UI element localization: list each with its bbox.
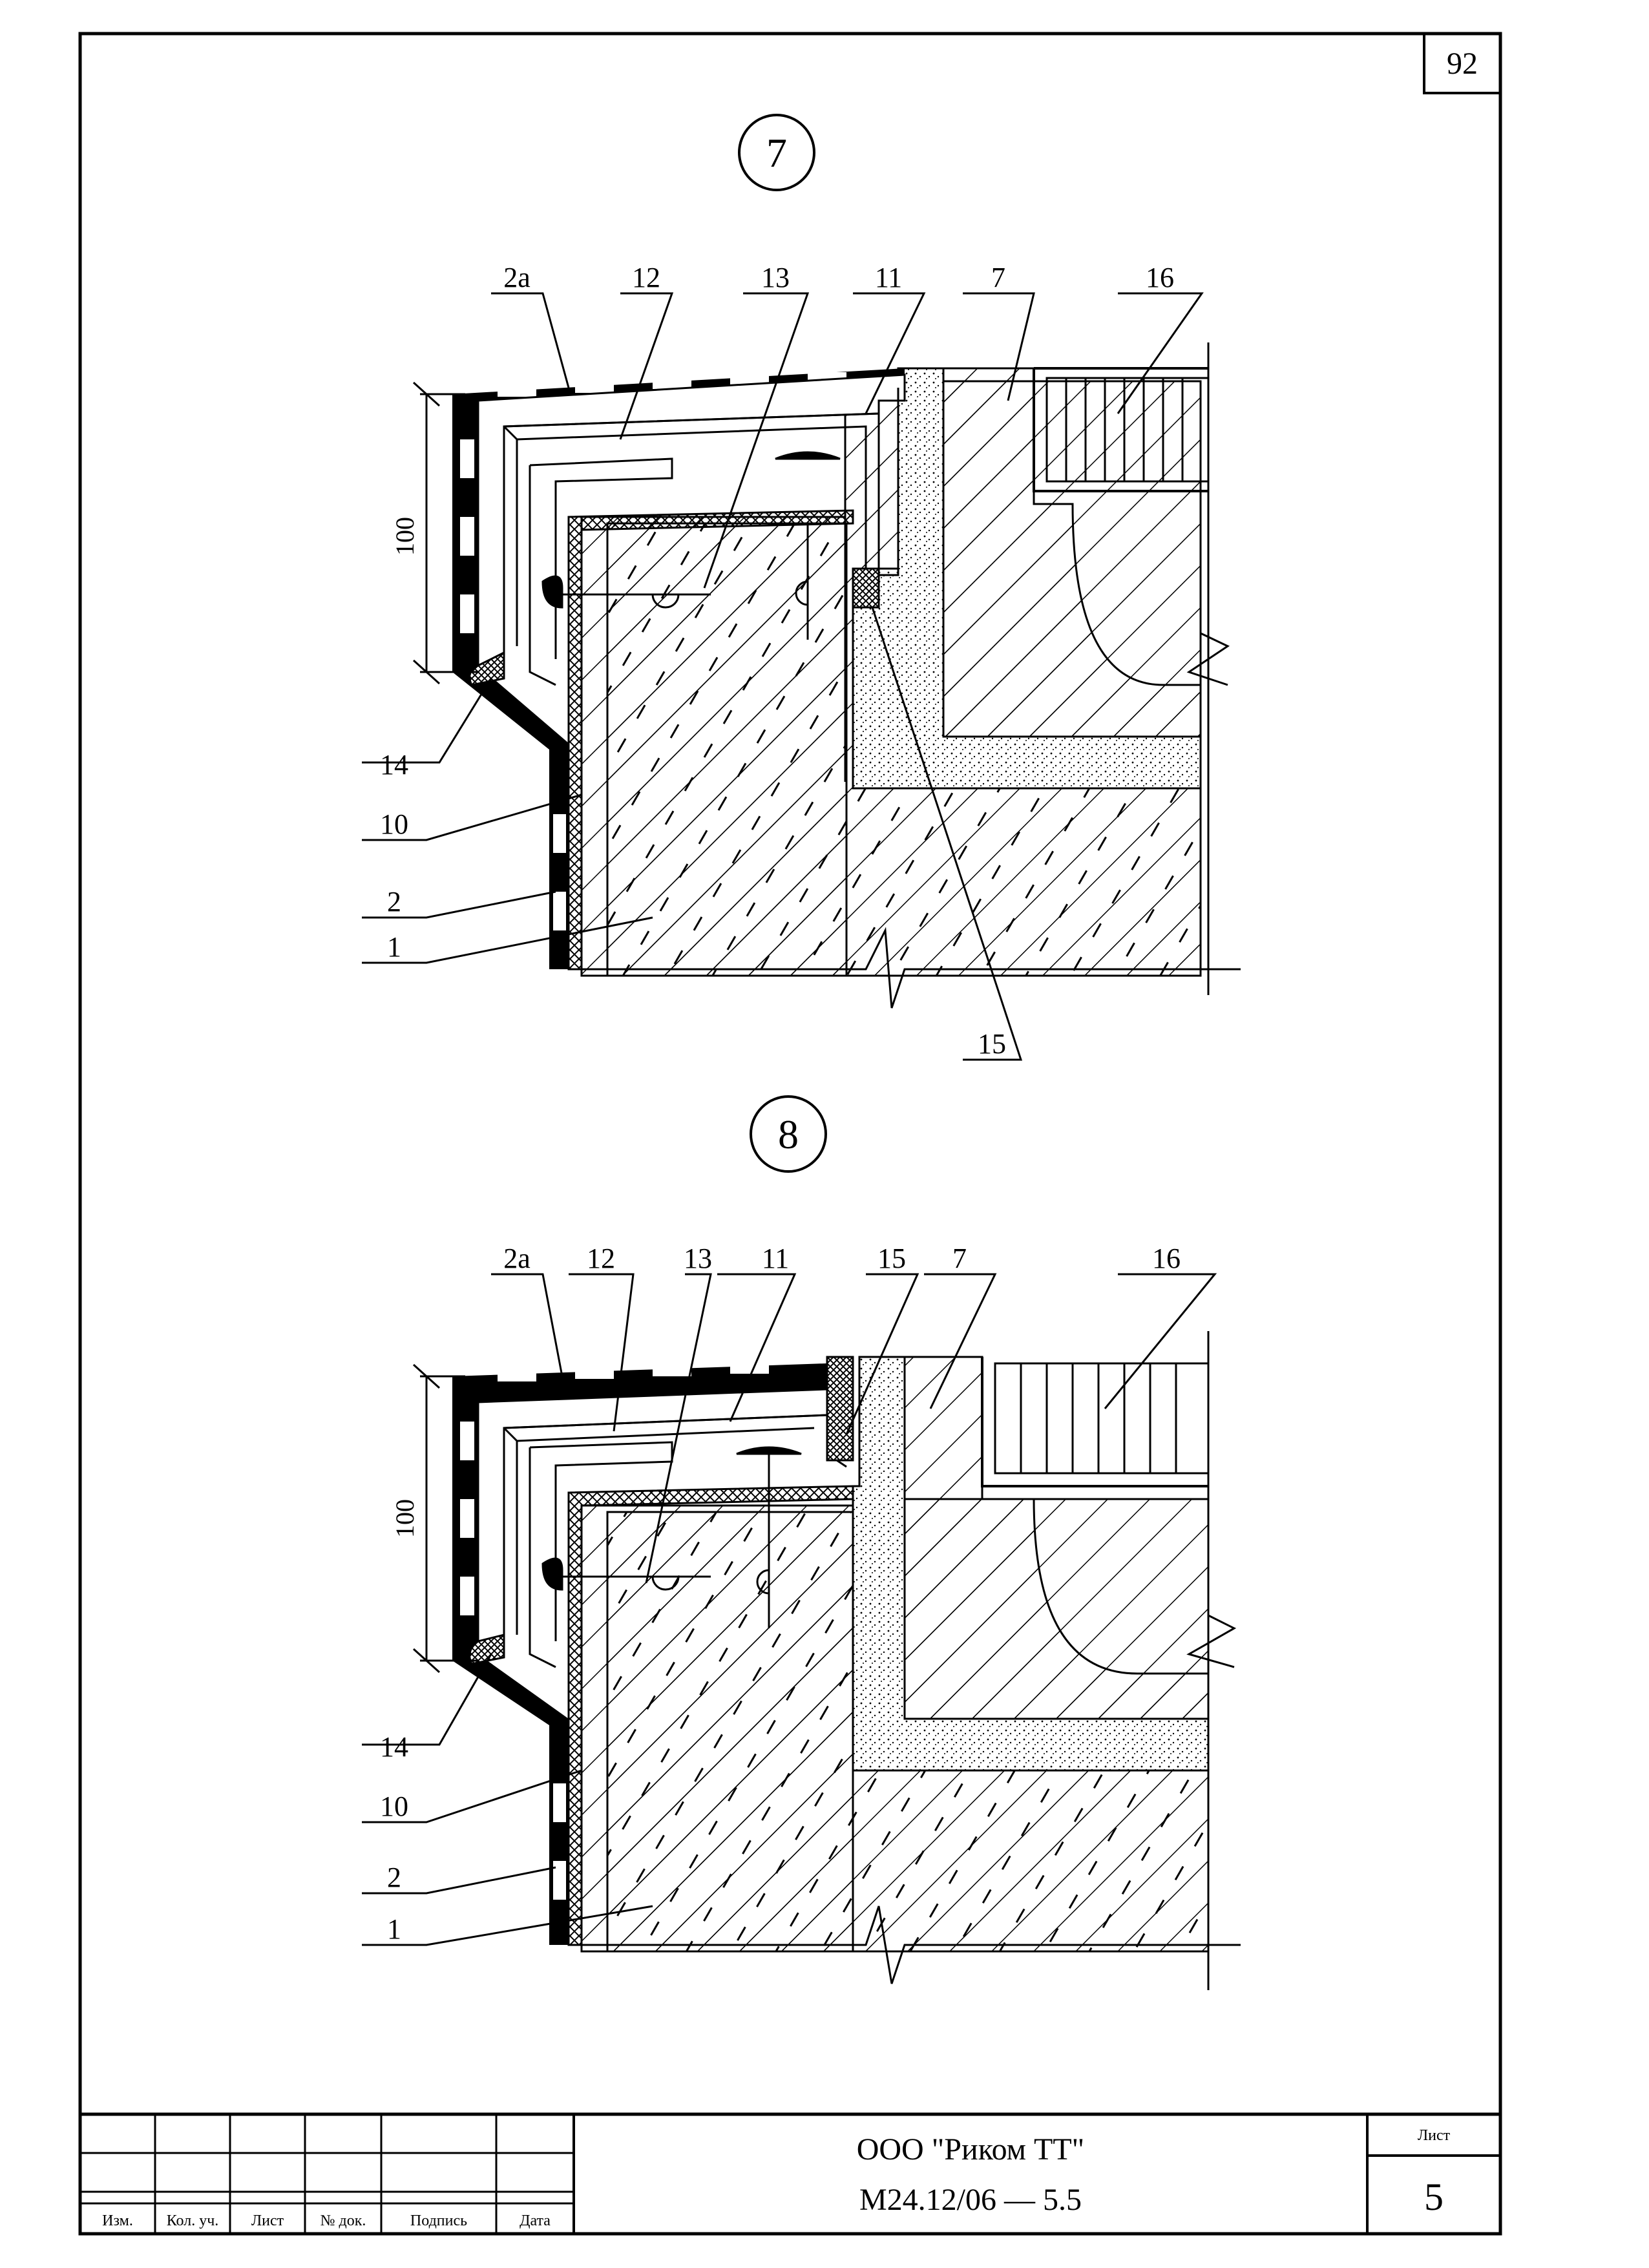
col-signature: Подпись bbox=[410, 2212, 467, 2229]
sheet-number: 5 bbox=[1424, 2176, 1444, 2218]
label-15: 15 bbox=[877, 1243, 906, 1274]
break-line bbox=[569, 927, 1241, 1009]
layer-12 bbox=[529, 457, 673, 686]
sealant-15 bbox=[852, 567, 880, 609]
label-2a: 2a bbox=[503, 1243, 530, 1274]
dimension-value: 100 bbox=[390, 517, 419, 556]
label-16: 16 bbox=[1152, 1243, 1181, 1274]
label-11: 11 bbox=[762, 1243, 789, 1274]
col-kol-uch: Кол. уч. bbox=[167, 2212, 219, 2229]
label-15: 15 bbox=[978, 1028, 1006, 1060]
document-code: М24.12/06 — 5.5 bbox=[859, 2183, 1082, 2217]
title-block: Изм. Кол. уч. Лист № док. Подпись Дата О… bbox=[78, 2112, 1502, 2236]
label-12: 12 bbox=[587, 1243, 615, 1274]
break-line-right bbox=[1186, 632, 1230, 686]
label-13: 13 bbox=[684, 1243, 712, 1274]
label-7: 7 bbox=[991, 262, 1005, 293]
detail-number-circle bbox=[738, 114, 815, 191]
sealant-14 bbox=[468, 651, 505, 686]
waterproofing-layer-2 bbox=[452, 368, 905, 969]
sealant-15 bbox=[826, 1356, 854, 1462]
company-name: ООО "Риком ТТ" bbox=[857, 2132, 1085, 2167]
waterproofing-layer-2 bbox=[452, 1363, 827, 1945]
label-16: 16 bbox=[1146, 262, 1174, 293]
page-number-box bbox=[1423, 32, 1502, 94]
fastener-13 bbox=[541, 451, 841, 640]
label-10: 10 bbox=[380, 1790, 408, 1822]
label-2a: 2a bbox=[503, 262, 530, 293]
label-7: 7 bbox=[952, 1243, 967, 1274]
label-14: 14 bbox=[380, 1731, 408, 1763]
dimension-100 bbox=[412, 381, 478, 685]
detail-7: 7 bbox=[362, 114, 1241, 1061]
sheet-label: Лист bbox=[1418, 2127, 1451, 2144]
detail-number: 7 bbox=[766, 130, 787, 176]
sealant-14 bbox=[468, 1633, 505, 1665]
label-12: 12 bbox=[632, 262, 660, 293]
dimension-value: 100 bbox=[390, 1499, 419, 1538]
col-date: Дата bbox=[520, 2212, 551, 2229]
element-7 bbox=[942, 367, 1202, 738]
label-10: 10 bbox=[380, 808, 408, 840]
label-1: 1 bbox=[387, 1913, 401, 1945]
page-number: 92 bbox=[1447, 47, 1478, 81]
break-line bbox=[569, 1906, 1241, 1984]
element-7 bbox=[903, 1356, 1210, 1720]
label-13: 13 bbox=[761, 262, 790, 293]
label-1: 1 bbox=[387, 931, 401, 963]
col-izm: Изм. bbox=[102, 2212, 133, 2229]
label-14: 14 bbox=[380, 749, 408, 781]
label-11: 11 bbox=[875, 262, 902, 293]
element-16-grating bbox=[1033, 342, 1210, 995]
detail-8: 8 bbox=[362, 1095, 1241, 1990]
label-2: 2 bbox=[387, 886, 401, 918]
fastener-13 bbox=[541, 1446, 802, 1628]
col-list: Лист bbox=[251, 2212, 284, 2229]
col-doc-no: № док. bbox=[320, 2212, 366, 2229]
dimension-100 bbox=[412, 1363, 478, 1674]
detail-number-circle bbox=[750, 1095, 827, 1173]
break-line-right bbox=[1186, 1614, 1237, 1668]
detail-number: 8 bbox=[778, 1111, 799, 1157]
label-2: 2 bbox=[387, 1862, 401, 1893]
